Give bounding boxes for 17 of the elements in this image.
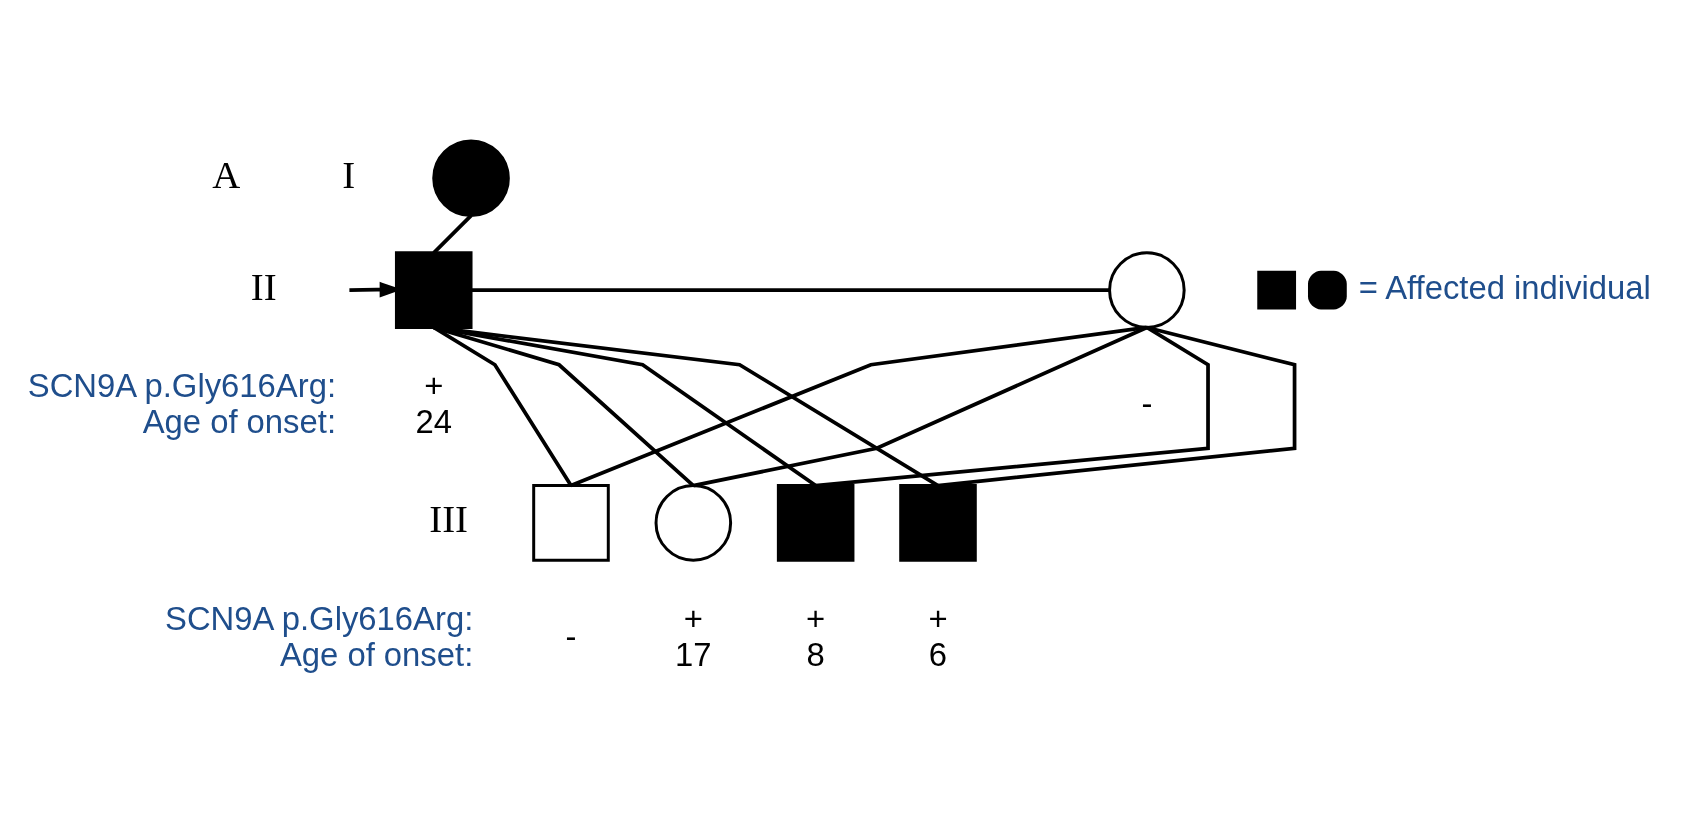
label: I — [342, 152, 356, 196]
label: A — [212, 152, 241, 196]
node-label: 24 — [415, 402, 452, 440]
node-label: - — [565, 617, 577, 655]
label: II — [250, 264, 277, 308]
label: SCN9A p.Gly616Arg: — [27, 366, 337, 404]
node-label: 6 — [928, 635, 948, 673]
node-label: 8 — [806, 635, 825, 673]
node-label: 17 — [675, 635, 712, 673]
node-label: + — [683, 599, 703, 637]
node-label: + — [806, 599, 826, 637]
label: SCN9A p.Gly616Arg: — [165, 599, 474, 637]
node-label: - — [1141, 384, 1153, 422]
label: III — [429, 496, 469, 540]
node-label: + — [424, 366, 444, 404]
node-label: + — [928, 599, 948, 637]
legend-label: = Affected individual — [1358, 268, 1651, 306]
